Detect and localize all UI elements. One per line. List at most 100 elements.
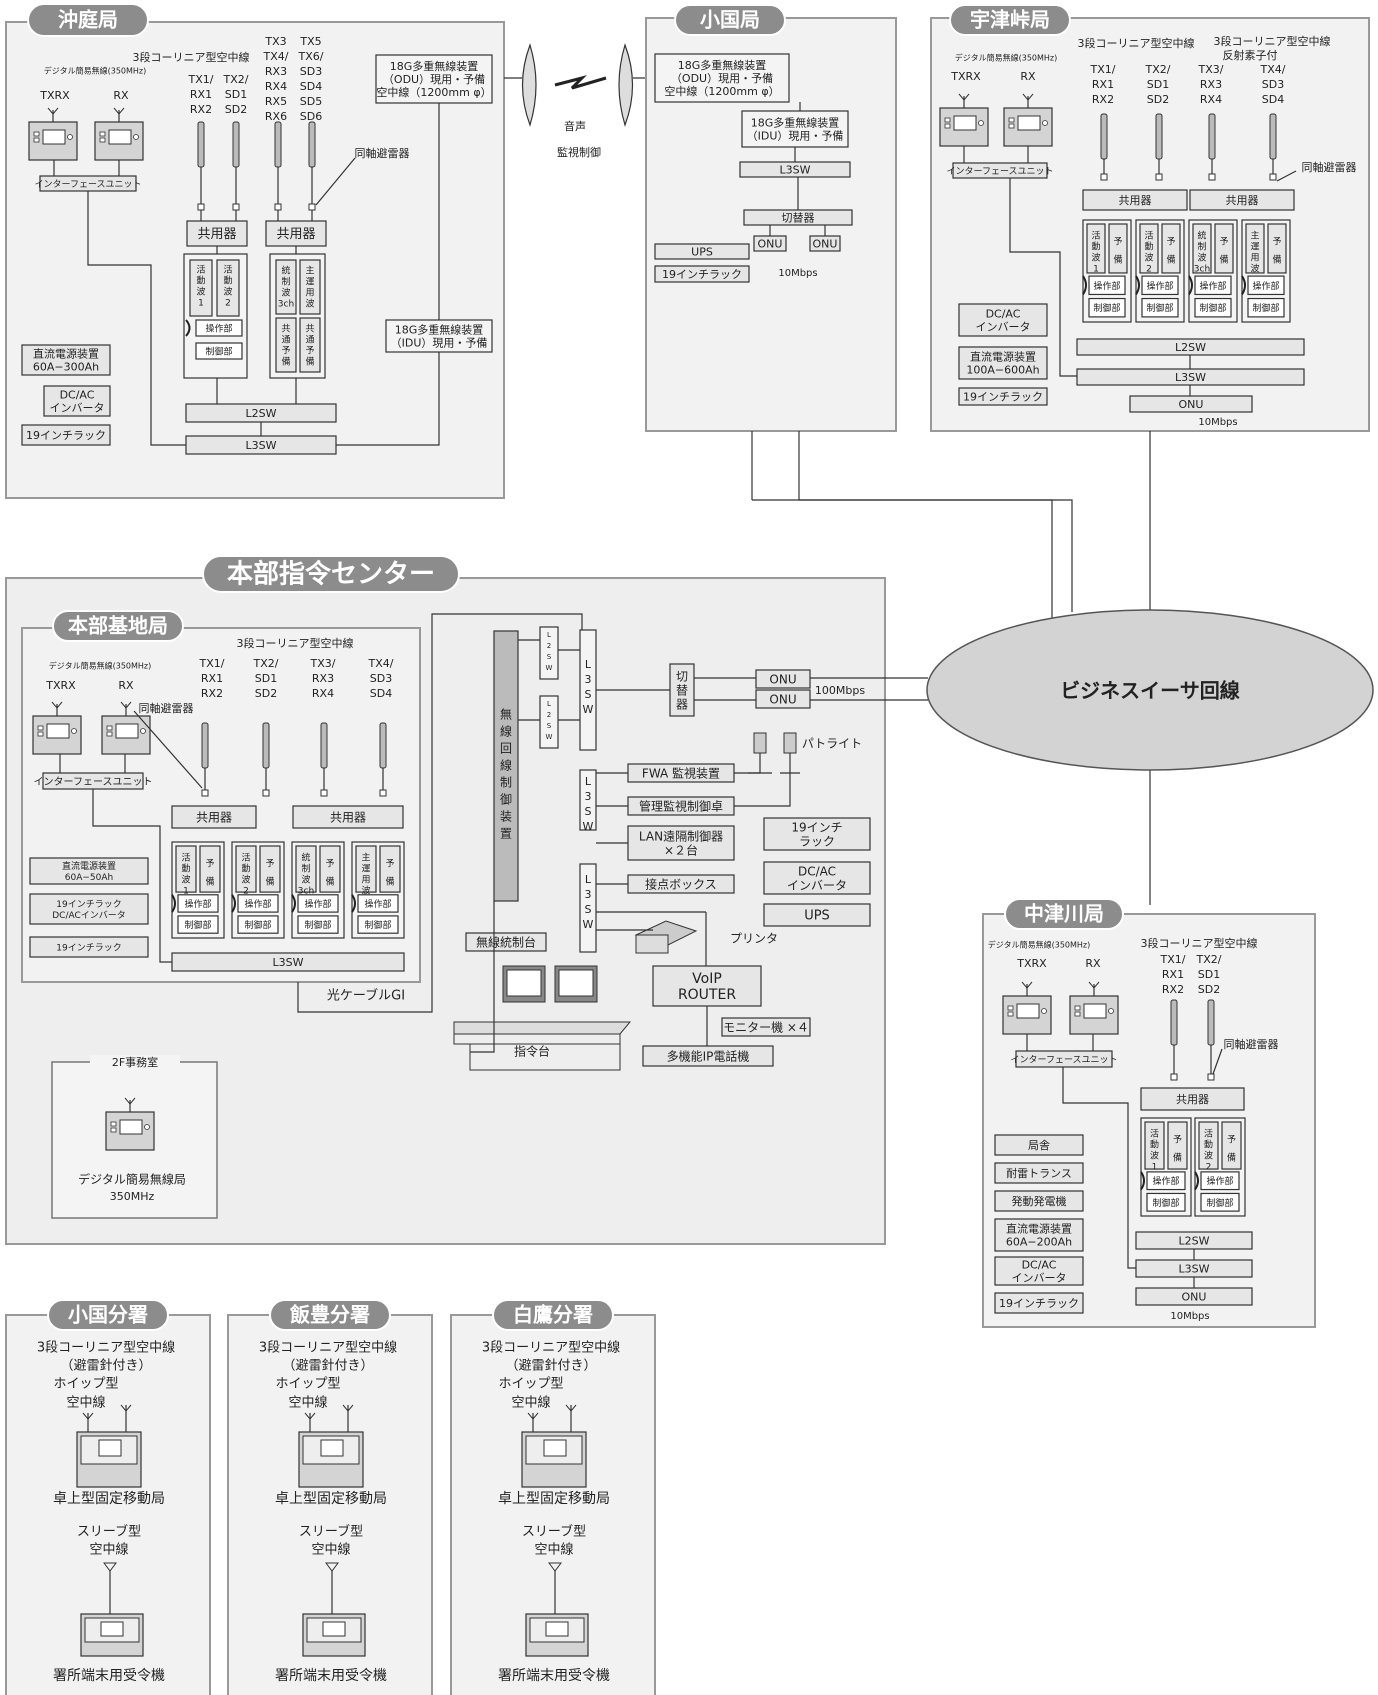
nakatsu-radio-type: デジタル簡易無線(350MHz) (988, 940, 1090, 950)
utsu-rack-4-op (1247, 275, 1285, 296)
nakatsu-rack-2-spare-label: 予 (1227, 1135, 1236, 1146)
utsu-rack-2-cell-label: 動 (1144, 242, 1153, 253)
utsu-rack-3-cell-label: 統 (1197, 230, 1206, 242)
utsu-txrx-label: TXRX (950, 70, 981, 83)
hq-psu (29, 857, 149, 885)
utsu-rack-2-ctrl-label: 制御部 (1146, 302, 1173, 314)
hq-ups-label: UPS (804, 909, 830, 924)
branch-sleeve-label: 空中線 (89, 1542, 128, 1558)
utsu-rx-button-icon (1008, 123, 1015, 129)
okiniwa-ant3-arrester-icon (274, 203, 282, 211)
okiniwa-rack-label: 備 (281, 356, 290, 368)
hq-rack-2-cell-label: 波 (241, 874, 250, 886)
okiniwa-rack-label: 3ch (278, 300, 294, 310)
antenna-label: SD2 (255, 687, 277, 700)
nakatsu-dcac (994, 1256, 1084, 1286)
okiniwa-rack19 (21, 424, 111, 446)
okiniwa-ctrl-label: 制御部 (205, 346, 232, 358)
okiniwa-l2sw-label: L2SW (246, 407, 277, 420)
utsu-rack-4-spare-cell (1267, 223, 1287, 274)
utsu-rack-2-spare-cell (1161, 223, 1181, 274)
receiver-display-icon (545, 1621, 569, 1637)
whip-antenna-icon (527, 1412, 539, 1420)
hq-switcher-label: 器 (676, 698, 688, 712)
receiver-display-icon (322, 1621, 346, 1637)
nakatsu-rx-button-icon (1074, 1011, 1081, 1017)
dish-antenna-icon (618, 43, 634, 127)
utsu-rack-1-spare-label: 備 (1113, 254, 1122, 266)
hq-rx-button-icon (106, 731, 113, 737)
fixed-mobile-display-icon (543, 1439, 567, 1457)
nakatsu-arrester-label: 同軸避雷器 (1224, 1037, 1279, 1051)
branch-fixed-label: 卓上型固定移動局 (53, 1491, 165, 1507)
hq-rack-2-cell-label: 活 (241, 852, 250, 864)
utsu-rack-2-op-label: 操作部 (1146, 280, 1173, 292)
antenna-label: TX4/ (368, 657, 394, 670)
utsu-rack-1-cell-label: 活 (1091, 230, 1100, 242)
collinear-antenna-icon (342, 1404, 354, 1412)
hq-rack-2-cell (235, 845, 257, 893)
antenna-label: TX2/ (1196, 953, 1222, 966)
branch-ant-label: （避雷針付き） (505, 1359, 596, 1374)
nakatsu-rx-knob-icon (1108, 1008, 1114, 1014)
antenna-label: TX3 (264, 35, 286, 48)
hq-wireless-ctrl-label: 置 (500, 827, 512, 841)
okiniwa-rx-button-icon (99, 131, 106, 137)
hq-l2sw-label: S (547, 722, 552, 730)
hq-rack-3-cell (295, 845, 317, 893)
utsu-rack-2-cell-label: 波 (1144, 252, 1153, 264)
okiniwa-txrx-label: TXRX (39, 89, 70, 102)
nakatsu-rack-2-cell-label: 活 (1204, 1128, 1213, 1140)
hq-rack-1-cell-label: 1 (183, 887, 189, 897)
collinear-antenna-icon (565, 1404, 577, 1412)
branch-1-title-text: 小国分署 (68, 1303, 148, 1327)
hq-rx-label: RX (118, 679, 134, 692)
utsu-speed-label: 10Mbps (1198, 417, 1237, 428)
utsu-duplexer-2-label: 共用器 (1226, 194, 1259, 207)
fixed-mobile-display-icon (98, 1439, 122, 1457)
hq-l3sw-label: 3 (585, 673, 592, 686)
utsu-rack-1-ctrl (1088, 297, 1126, 318)
okiniwa-duplexer-1-label: 共用器 (197, 227, 236, 242)
utsu-ant-type2: 反射素子付 (1223, 48, 1278, 62)
antenna-label: TX5 (299, 35, 321, 48)
station-utsu-title (949, 4, 1071, 36)
utsu-rack-3-op (1194, 275, 1232, 296)
hq-mgmt-label: 管理監視制御卓 (639, 799, 723, 814)
okiniwa-rx-display-icon (108, 129, 132, 145)
nakatsu-rack-1-op (1146, 1171, 1186, 1191)
nakatsu-onu-label: ONU (1182, 1291, 1207, 1304)
station-utsu-title-text: 宇津峠局 (970, 8, 1050, 32)
hq-rack-3-spare-cell (319, 845, 341, 893)
hq-rack-4-cell-label: 波 (361, 885, 370, 897)
utsu-rack-4-spare-label: 予 (1272, 237, 1281, 248)
hq-rack-1-spare-label: 予 (205, 859, 214, 870)
hq-l3sw-label: S (585, 688, 592, 701)
hq-wireless-ctrl (493, 630, 519, 902)
utsu-ant2-arrester-icon (1155, 173, 1163, 181)
okiniwa-psu-label: 直流電源装置 (33, 347, 99, 361)
okiniwa-ant4-antenna-icon (308, 121, 316, 168)
connector-line (133, 710, 203, 789)
utsu-rack19 (958, 387, 1048, 406)
station-okiniwa-title-text: 沖庭局 (58, 8, 118, 32)
oguni-speed-label: 10Mbps (778, 268, 817, 279)
okiniwa-ctrl (195, 342, 243, 360)
hq-rack-1-cell-label: 活 (181, 852, 190, 864)
utsu-rack-4-ctrl (1247, 297, 1285, 318)
antenna-label: SD1 (1147, 78, 1169, 91)
okiniwa-rack-label: 備 (305, 356, 314, 368)
antenna-label: TX4/ (1260, 63, 1286, 76)
hq-office-title: 2F事務室 (112, 1055, 158, 1069)
okiniwa-rack-label: 用 (305, 288, 314, 299)
hq-rack19-label: 19インチ (791, 821, 842, 835)
utsu-duplexer-2 (1189, 189, 1295, 211)
antenna-label: TX1/ (199, 657, 225, 670)
okiniwa-duplexer-2-label: 共用器 (276, 227, 315, 242)
antenna-label: TX1/ (188, 73, 214, 86)
hq-office-radio-button-icon (110, 1127, 117, 1133)
hq-ant3-antenna-icon (320, 722, 328, 769)
nakatsu-rack-2-op (1200, 1171, 1240, 1191)
utsu-rack19-label: 19インチラック (963, 391, 1043, 404)
nakatsu-transformer (994, 1162, 1084, 1184)
